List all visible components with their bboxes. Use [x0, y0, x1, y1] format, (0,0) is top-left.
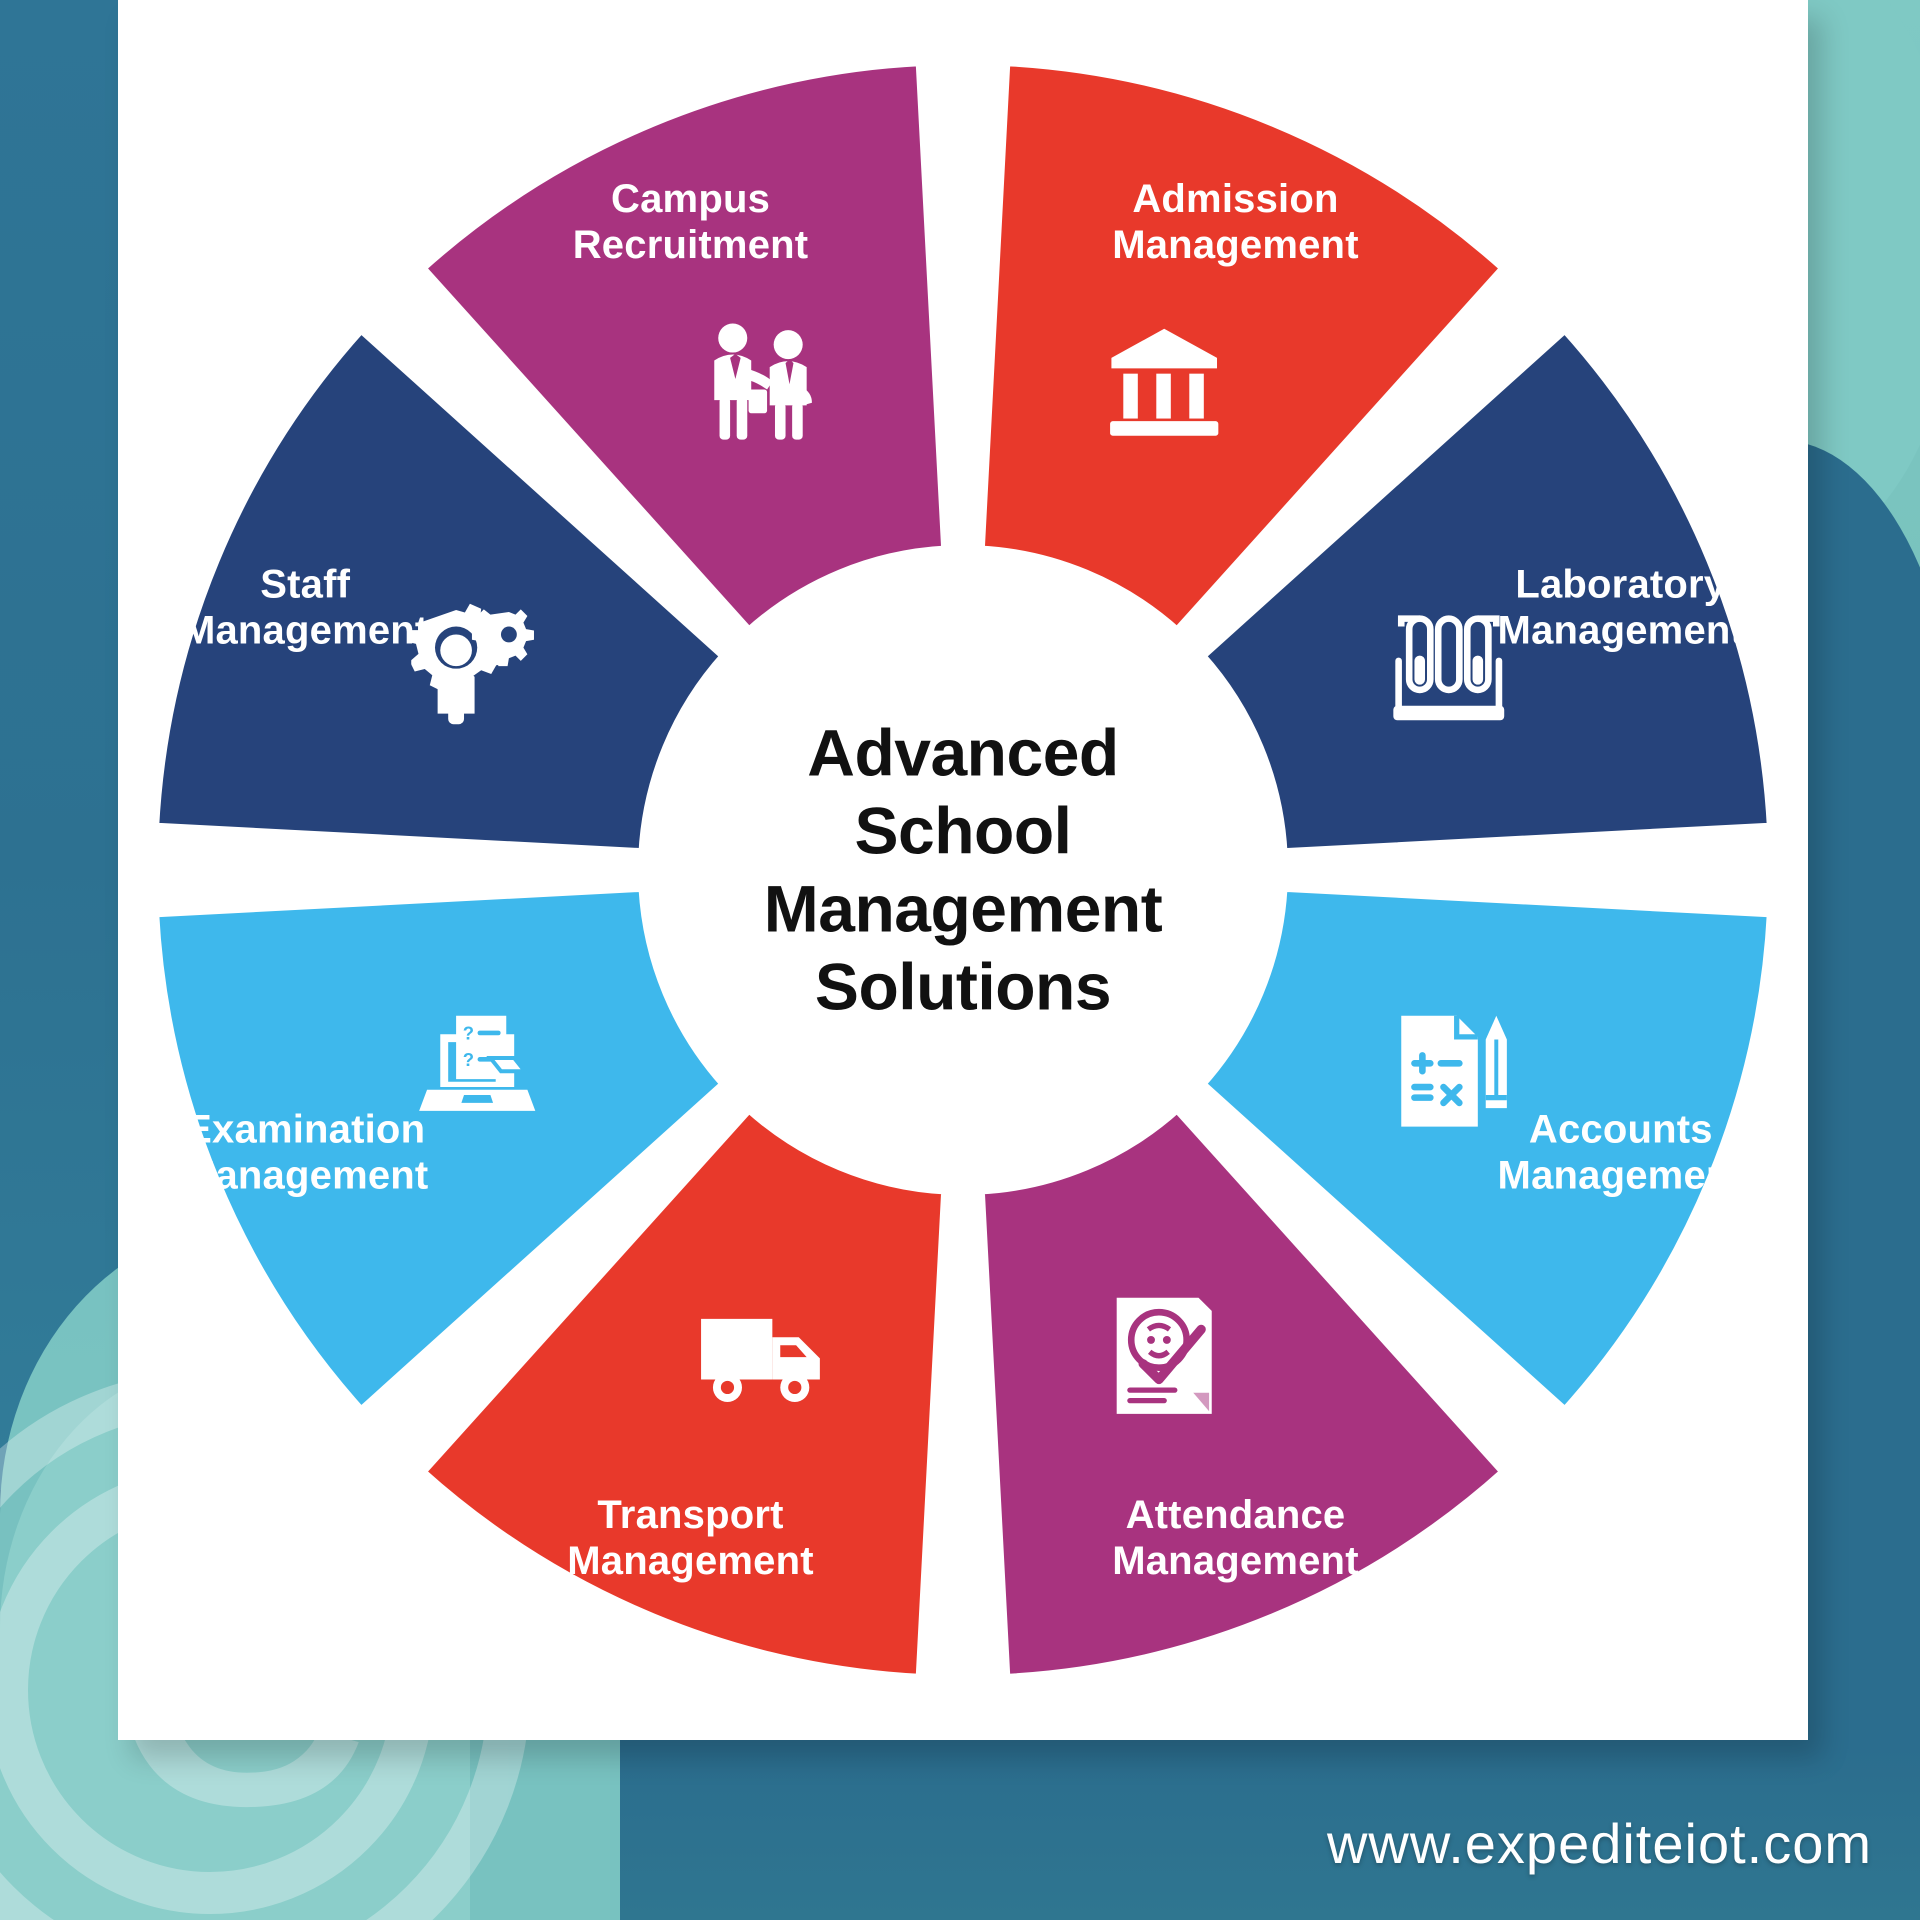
label-line-1: Laboratory: [1515, 563, 1726, 607]
attendance-card-icon: [1117, 1298, 1212, 1414]
label-line-2: Management: [182, 609, 429, 653]
segment-shape[interactable]: [1195, 323, 1777, 859]
content-card: [118, 0, 1808, 1740]
label-line-1: Transport: [597, 1493, 783, 1537]
label-line-1: Campus: [611, 177, 770, 221]
label-line-1: Admission: [1132, 177, 1338, 221]
label-line-2: Management: [1112, 1539, 1359, 1583]
label-line-2: Management: [567, 1539, 814, 1583]
segment-shape[interactable]: [974, 1102, 1510, 1684]
segment-shape[interactable]: [149, 881, 731, 1417]
label-line-2: Management: [1498, 1153, 1745, 1197]
segment-shape[interactable]: [974, 56, 1510, 638]
segment-shape[interactable]: [1195, 881, 1777, 1417]
label-line-2: Management: [182, 1153, 429, 1197]
label-line-1: Accounts: [1529, 1107, 1713, 1151]
wheel-svg: ??: [149, 56, 1777, 1684]
label-line-1: Examination: [185, 1107, 425, 1151]
segment-shape[interactable]: [416, 56, 952, 638]
label-line-2: Recruitment: [573, 223, 809, 267]
label-line-2: Management: [1498, 609, 1745, 653]
label-line-2: Management: [1112, 223, 1359, 267]
solutions-wheel: ??: [118, 40, 1808, 1700]
segment-shape[interactable]: [149, 323, 731, 859]
label-line-1: Attendance: [1126, 1493, 1346, 1537]
segment-shape[interactable]: [416, 1102, 952, 1684]
website-url[interactable]: www.expediteiot.com: [1326, 1812, 1872, 1875]
label-line-1: Staff: [260, 563, 350, 607]
